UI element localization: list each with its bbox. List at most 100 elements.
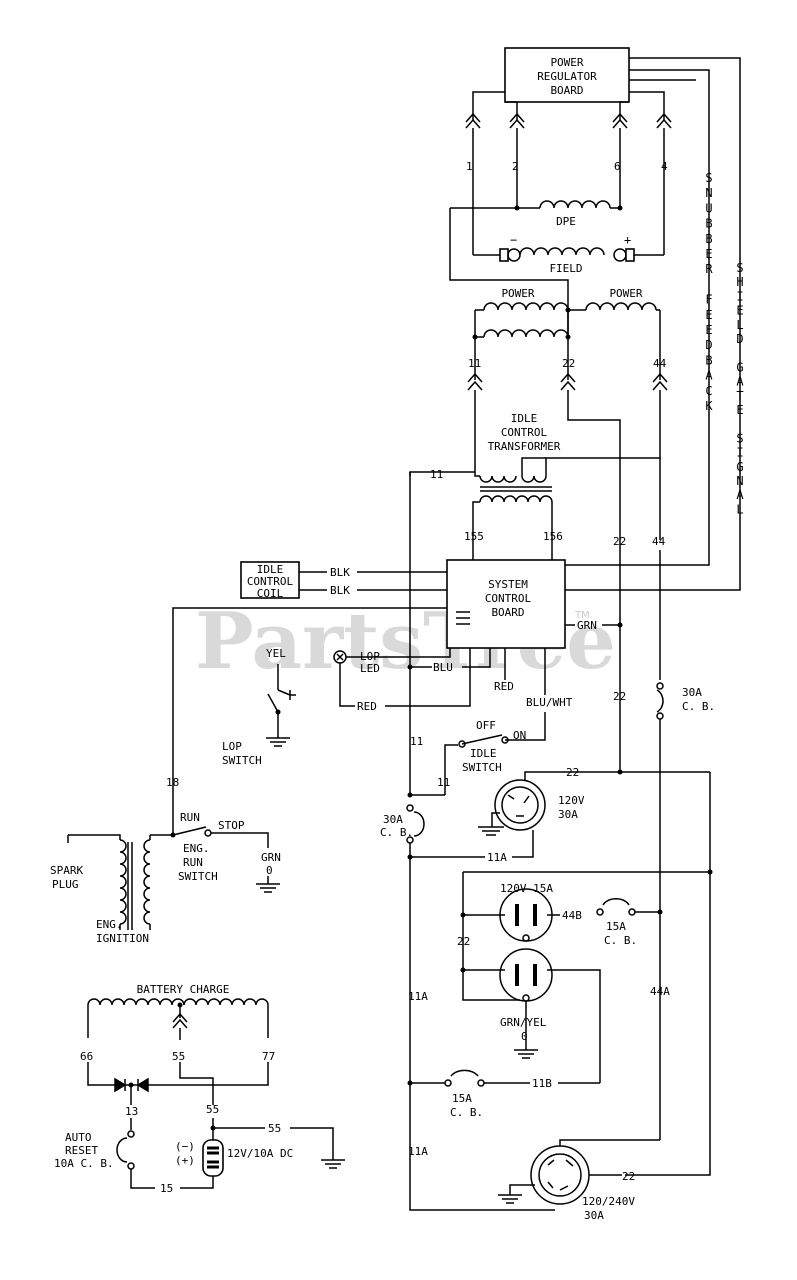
side-label-letter: K (705, 399, 713, 413)
connector-1 (465, 112, 481, 129)
connector-6 (612, 112, 628, 129)
eng-run-switch-label-1: ENG. (183, 842, 210, 855)
receptacle-120v-15a-duplex: 120V 15A GRN/YEL 0 (463, 882, 601, 1083)
eng-zero-label: 0 (266, 864, 273, 877)
side-label-letter: I (736, 289, 743, 303)
eng-run-switch-label-3: SWITCH (178, 870, 218, 883)
wire-label-55-a: 55 (172, 1050, 185, 1063)
battery-charge-label: BATTERY CHARGE (137, 983, 230, 996)
battery-label: 12V/10A DC (227, 1147, 293, 1160)
side-label-letter: S (736, 261, 743, 275)
wire-label-11a-3: 11A (408, 1145, 428, 1158)
eng-ignition-label-1: ENG. (96, 918, 123, 931)
wire-label-6: 6 (614, 160, 621, 173)
battery-minus: (−) (175, 1140, 195, 1153)
side-label-letter: L (736, 502, 743, 516)
zero-recept-label: 0 (521, 1030, 528, 1043)
wire-label-156: 156 (543, 530, 563, 543)
idle-coil-label-3: COIL (257, 587, 284, 600)
wire-label-11-top: 11 (468, 357, 481, 370)
wire-label-44-top: 44 (653, 357, 667, 370)
wire-label-55-b: 55 (206, 1103, 219, 1116)
side-label-letter: R (705, 262, 713, 276)
auto-reset-label-3: 10A C. B. (54, 1157, 114, 1170)
wire-label-66: 66 (80, 1050, 93, 1063)
eng-run-label: RUN (180, 811, 200, 824)
field-label: FIELD (549, 262, 582, 275)
side-label-letter: S (736, 431, 743, 445)
wire-label-22-top: 22 (562, 357, 575, 370)
eng-ignition-label-2: IGNITION (96, 932, 149, 945)
wire-label-yel: YEL (266, 647, 286, 660)
wire-label-18: 18 (166, 776, 179, 789)
battery-charge-winding: BATTERY CHARGE (87, 983, 269, 1040)
side-label-letter: G (736, 360, 743, 374)
side-label-letter: E (705, 247, 712, 261)
auto-reset-label-1: AUTO (65, 1131, 92, 1144)
dpe-label: DPE (556, 215, 576, 228)
wire-label-44b: 44B (562, 909, 582, 922)
battery-12v: (−) (+) 12V/10A DC (175, 1118, 293, 1177)
cb-30a-right-label-2: C. B. (682, 700, 715, 713)
wire-label-22-bottom: 22 (622, 1170, 635, 1183)
spark-plug-label-1: SPARK (50, 864, 83, 877)
idle-switch: OFF ON IDLE SWITCH (444, 719, 526, 795)
side-label-letter: S (705, 171, 712, 185)
wire-label-11-transformer: 11 (430, 468, 443, 481)
system-control-label-3: BOARD (491, 606, 524, 619)
side-label-letter: E (705, 308, 712, 322)
idle-transformer-label-1: IDLE (511, 412, 538, 425)
idle-switch-off: OFF (476, 719, 496, 732)
side-label-letter: D (705, 338, 712, 352)
wire-label-2: 2 (512, 160, 519, 173)
field-plus: + (624, 233, 631, 247)
grn-yel-label: GRN/YEL (500, 1016, 547, 1029)
side-label-letter: H (736, 275, 743, 289)
auto-reset-label-2: RESET (65, 1144, 98, 1157)
power-regulator-label-1: POWER (550, 56, 583, 69)
wire-label-11b: 11B (532, 1077, 552, 1090)
lop-led-label-2: LED (360, 662, 380, 675)
system-control-board: SYSTEM CONTROL BOARD (446, 559, 566, 649)
system-control-label-2: CONTROL (485, 592, 532, 605)
side-label-letter: N (736, 474, 743, 488)
idle-transformer-label-2: CONTROL (501, 426, 548, 439)
idle-switch-label-1: IDLE (470, 747, 497, 760)
side-label-letter: B (705, 217, 712, 231)
eng-stop-label: STOP (218, 819, 245, 832)
power-windings: POWER POWER (472, 287, 661, 380)
side-label-letter: E (705, 323, 712, 337)
receptacle-120-240v-label-1: 120/240V (582, 1195, 635, 1208)
side-label-letter: L (736, 318, 743, 332)
idle-control-coil: IDLE CONTROL COIL (240, 561, 300, 600)
auto-reset-cb: AUTO RESET 10A C. B. (54, 1118, 214, 1189)
side-label-letter: A (736, 375, 744, 389)
cb-15a-lower-label-1: 15A (452, 1092, 472, 1105)
side-label-letter: A (736, 488, 744, 502)
side-label-letter: D (736, 332, 743, 346)
eng-grn-label: GRN (261, 851, 281, 864)
connector-4 (656, 112, 672, 129)
dpe-winding: DPE (450, 200, 623, 228)
side-label-letter: E (736, 403, 743, 417)
eng-run-switch: RUN STOP GRN 0 ENG. RUN SWITCH (172, 811, 281, 893)
wire-label-11-b: 11 (437, 776, 450, 789)
lop-switch-label-2: SWITCH (222, 754, 262, 767)
side-label-letter: F (705, 293, 712, 307)
cb-30a-left-label-1: 30A (383, 813, 403, 826)
cb-30a-left-label-2: C. B. (380, 826, 413, 839)
idle-switch-label-2: SWITCH (462, 761, 502, 774)
cb-15a-right-label-2: C. B. (604, 934, 637, 947)
receptacle-120v-30a: 120V 30A (494, 779, 585, 831)
wire-label-blu: BLU (433, 661, 453, 674)
connector-11 (467, 372, 483, 391)
cb-15a-lower-label-2: C. B. (450, 1106, 483, 1119)
side-label-letter: I (736, 446, 743, 460)
idle-coil-label-2: CONTROL (247, 575, 294, 588)
idle-switch-on: ON (513, 729, 526, 742)
wire-label-blu-wht: BLU/WHT (526, 696, 573, 709)
cb-30a-right-label-1: 30A (682, 686, 702, 699)
